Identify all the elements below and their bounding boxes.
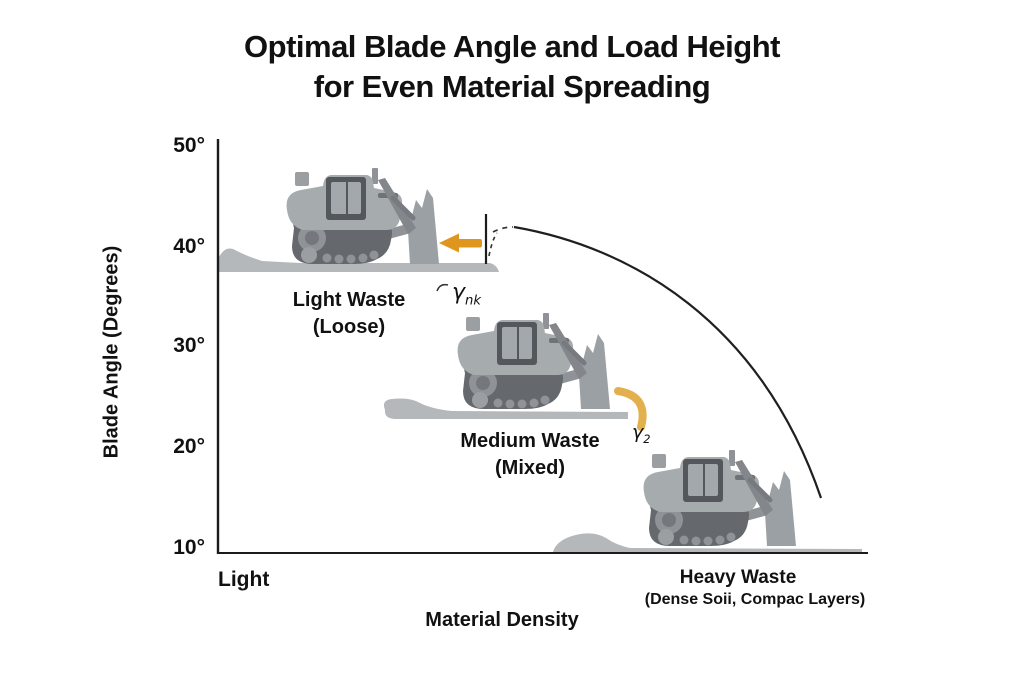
- y-tick-30: 30°: [173, 334, 205, 357]
- x-tick-light: Light: [218, 568, 270, 591]
- gamma-2-subscript: 2: [643, 431, 651, 446]
- label-heavy-waste-line1: Heavy Waste: [679, 567, 797, 588]
- label-light-waste-line1: Light Waste: [292, 289, 406, 311]
- bulldozer-heavy-icon: [644, 450, 796, 546]
- ground-light-scene: [218, 248, 499, 272]
- ground-medium-scene: [383, 398, 628, 419]
- label-light-waste: Light Waste (Loose): [293, 287, 406, 341]
- blade-push-arrow-icon: [439, 233, 482, 253]
- label-medium-waste: Medium Waste (Mixed): [460, 428, 599, 482]
- label-light-waste-line2: (Loose): [312, 316, 386, 338]
- annotation-gamma-nk: γnk: [452, 280, 481, 308]
- curve-dashed-start: [492, 226, 514, 233]
- gamma-2-symbol: γ: [632, 421, 644, 443]
- bulldozer-light-icon: [287, 168, 439, 264]
- gamma-nk-symbol: γ: [452, 280, 466, 305]
- chart-title-line2: for Even Material Spreading: [313, 69, 711, 104]
- chart-title: Optimal Blade Angle and Load Height for …: [0, 27, 1024, 107]
- ground-heavy-scene: [553, 533, 862, 552]
- x-axis-title: Material Density: [425, 609, 579, 631]
- label-medium-waste-line2: (Mixed): [495, 457, 565, 479]
- y-axis-title: Blade Angle (Degrees): [100, 245, 123, 459]
- annotation-gamma-2: γ2: [632, 421, 651, 446]
- y-tick-20: 20°: [173, 435, 205, 458]
- gamma-tick-mark: [436, 283, 449, 292]
- bulldozer-medium-icon: [458, 313, 610, 409]
- optimal-angle-curve: [513, 225, 823, 499]
- chart-title-line1: Optimal Blade Angle and Load Height: [244, 29, 780, 64]
- angle-dash-arc: [488, 232, 498, 257]
- label-medium-waste-line1: Medium Waste: [460, 430, 600, 452]
- label-heavy-waste: Heavy Waste: [680, 566, 797, 590]
- label-heavy-waste-sub: (Dense Soii, Compac Layers): [644, 591, 866, 608]
- y-tick-40: 40°: [173, 235, 205, 258]
- y-tick-50: 50°: [173, 134, 205, 157]
- gamma-nk-subscript: nk: [465, 293, 482, 309]
- blade-angle-arc-icon: [614, 387, 647, 431]
- y-tick-10: 10°: [173, 536, 205, 559]
